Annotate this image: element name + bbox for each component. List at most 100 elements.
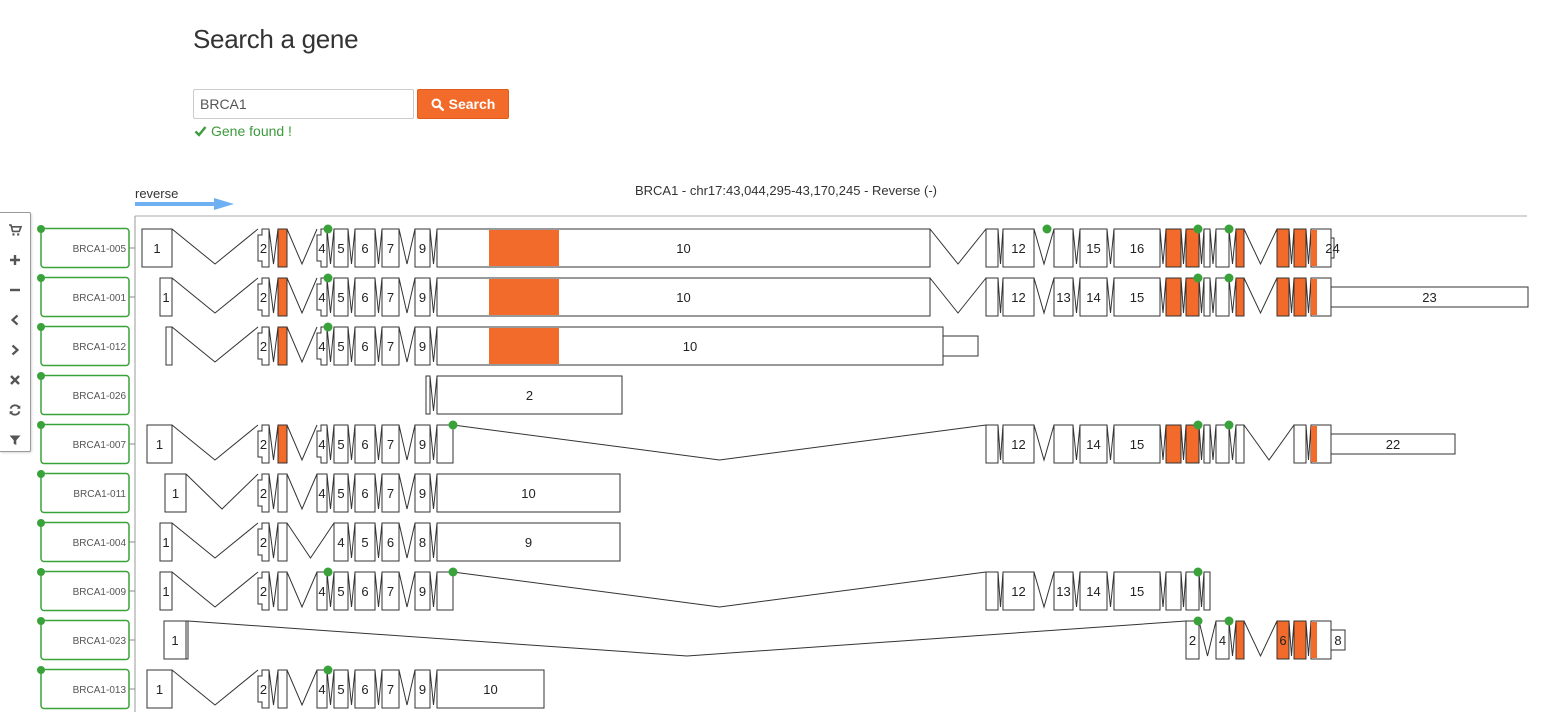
- exon-box[interactable]: [354, 424, 376, 464]
- transcript-label[interactable]: BRCA1-011: [73, 489, 126, 500]
- exon-box[interactable]: [381, 571, 400, 611]
- variant-marker[interactable]: [323, 567, 333, 577]
- exon-box[interactable]: [1215, 228, 1230, 268]
- exon-box[interactable]: [1002, 424, 1035, 464]
- exon-box[interactable]: [316, 473, 328, 513]
- exon-box[interactable]: [1113, 571, 1161, 611]
- transcript-label[interactable]: BRCA1-009: [73, 587, 127, 598]
- exon-box[interactable]: [316, 228, 328, 268]
- variant-marker[interactable]: [448, 420, 458, 430]
- pan-right-button[interactable]: [5, 340, 25, 360]
- transcript-label[interactable]: BRCA1-013: [73, 685, 127, 696]
- exon-box[interactable]: [333, 228, 349, 268]
- exon-box[interactable]: [316, 669, 328, 709]
- transcript-label[interactable]: BRCA1-004: [73, 538, 127, 549]
- exon-box[interactable]: [159, 522, 173, 562]
- exon-box[interactable]: [1215, 277, 1230, 317]
- exon-utr-tail[interactable]: [1330, 433, 1456, 455]
- filter-button[interactable]: [5, 430, 25, 450]
- exon-box[interactable]: [414, 669, 431, 709]
- exon-box[interactable]: [1079, 228, 1108, 268]
- variant-marker[interactable]: [448, 567, 458, 577]
- exon-box[interactable]: [165, 326, 173, 366]
- exon-box[interactable]: [985, 228, 999, 268]
- exon-box[interactable]: [354, 571, 376, 611]
- exon-box[interactable]: [436, 669, 545, 709]
- exon-box[interactable]: [436, 571, 454, 611]
- exon-box[interactable]: [1293, 228, 1307, 268]
- exon-box[interactable]: [185, 620, 189, 660]
- exon-box[interactable]: [1165, 571, 1182, 611]
- exon-box[interactable]: [1002, 228, 1035, 268]
- exon-box[interactable]: [1113, 228, 1161, 268]
- exon-box[interactable]: [257, 326, 270, 366]
- exon-box[interactable]: [333, 277, 349, 317]
- exon-box[interactable]: [414, 228, 431, 268]
- exon-box[interactable]: [1185, 424, 1200, 464]
- exon-box[interactable]: [414, 424, 431, 464]
- exon-box[interactable]: [333, 473, 349, 513]
- exon-box[interactable]: [1053, 228, 1074, 268]
- exon-box[interactable]: [333, 424, 349, 464]
- exon-box[interactable]: [1185, 620, 1200, 660]
- exon-box[interactable]: [1235, 277, 1245, 317]
- gene-search-input[interactable]: [193, 89, 414, 119]
- exon-box[interactable]: [277, 522, 288, 562]
- exon-box[interactable]: [354, 669, 376, 709]
- exon-box[interactable]: [1079, 571, 1108, 611]
- transcript-label-box[interactable]: [40, 472, 130, 514]
- exon-box[interactable]: [381, 228, 400, 268]
- variant-marker[interactable]: [1224, 224, 1234, 234]
- exon-box[interactable]: [146, 424, 173, 464]
- exon-box[interactable]: [159, 277, 173, 317]
- variant-marker[interactable]: [323, 665, 333, 675]
- variant-marker[interactable]: [323, 322, 333, 332]
- variant-marker[interactable]: [323, 273, 333, 283]
- exon-box[interactable]: [1215, 620, 1230, 660]
- exon-box[interactable]: [257, 228, 270, 268]
- exon-box[interactable]: [1215, 424, 1230, 464]
- transcript-label[interactable]: BRCA1-023: [73, 636, 127, 647]
- transcript-label[interactable]: BRCA1-026: [73, 391, 127, 402]
- exon-box[interactable]: [1276, 228, 1290, 268]
- exon-box[interactable]: [1293, 277, 1307, 317]
- variant-marker[interactable]: [1224, 273, 1234, 283]
- exon-box[interactable]: [354, 277, 376, 317]
- exon-box[interactable]: [1002, 571, 1035, 611]
- exon-box[interactable]: [985, 424, 999, 464]
- exon-box[interactable]: [1293, 424, 1307, 464]
- exon-utr-tail[interactable]: [1330, 237, 1335, 259]
- exon-box[interactable]: [1293, 620, 1307, 660]
- exon-box[interactable]: [1165, 424, 1182, 464]
- exon-box[interactable]: [414, 326, 431, 366]
- transcript-label[interactable]: BRCA1-012: [73, 342, 127, 353]
- exon-box[interactable]: [1079, 277, 1108, 317]
- exon-box[interactable]: [1203, 277, 1211, 317]
- exon-box[interactable]: [1113, 277, 1161, 317]
- exon-utr-tail[interactable]: [942, 335, 979, 357]
- variant-marker[interactable]: [1193, 616, 1203, 626]
- exon-box[interactable]: [381, 473, 400, 513]
- exon-box[interactable]: [414, 473, 431, 513]
- exon-box[interactable]: [333, 522, 349, 562]
- exon-box[interactable]: [257, 424, 270, 464]
- exon-box[interactable]: [277, 571, 288, 611]
- close-button[interactable]: [5, 370, 25, 390]
- exon-box[interactable]: [277, 277, 288, 317]
- exon-box[interactable]: [257, 522, 270, 562]
- exon-box[interactable]: [354, 473, 376, 513]
- exon-box[interactable]: [1053, 277, 1074, 317]
- exon-box[interactable]: [381, 326, 400, 366]
- exon-box[interactable]: [354, 228, 376, 268]
- exon-box[interactable]: [985, 277, 999, 317]
- exon-box[interactable]: [277, 669, 288, 709]
- exon-box[interactable]: [164, 473, 187, 513]
- exon-box[interactable]: [436, 424, 454, 464]
- exon-box[interactable]: [146, 669, 173, 709]
- exon-box[interactable]: [1053, 424, 1074, 464]
- exon-box[interactable]: [1185, 228, 1200, 268]
- exon-box[interactable]: [381, 669, 400, 709]
- transcript-label-box[interactable]: [40, 374, 130, 416]
- variant-marker[interactable]: [1224, 616, 1234, 626]
- exon-box[interactable]: [381, 522, 400, 562]
